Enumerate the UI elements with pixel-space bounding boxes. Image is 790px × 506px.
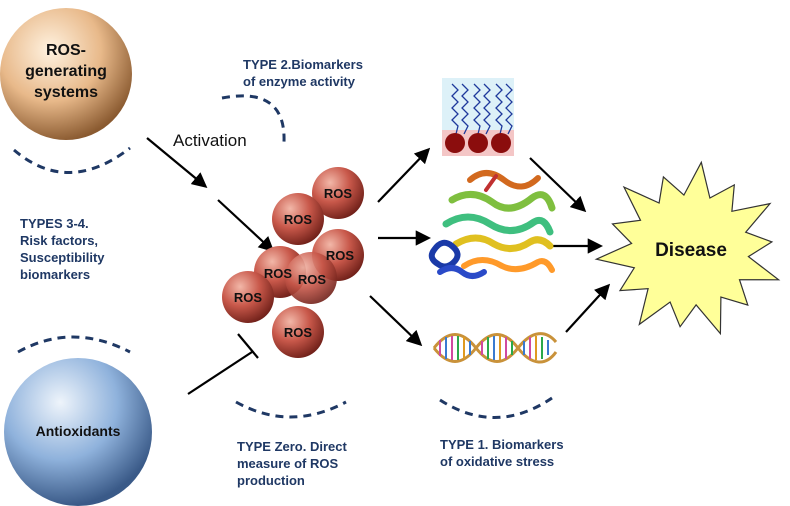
ros-label: ROS xyxy=(297,272,327,287)
ros-systems-sphere xyxy=(0,8,132,140)
ros-label: ROS xyxy=(323,186,353,201)
ros-cluster xyxy=(222,167,364,358)
ros-sphere xyxy=(272,193,324,245)
type1-label: TYPE 1. Biomarkers of oxidative stress xyxy=(440,437,564,469)
dna-helix-icon xyxy=(432,332,558,364)
arrow-to-dna xyxy=(369,295,423,347)
dashed-arc-type-zero xyxy=(235,400,347,419)
dashed-arc-type2 xyxy=(221,94,286,143)
ros-label: ROS xyxy=(263,266,293,281)
antioxidants-sphere xyxy=(4,358,152,506)
ros-sphere xyxy=(285,252,337,304)
dashed-arc-antioxidants xyxy=(17,335,131,354)
dashed-arc-type1 xyxy=(439,396,553,419)
antioxidants-label: Antioxidants xyxy=(35,423,121,439)
arrow-activation xyxy=(146,137,208,188)
ros-sphere xyxy=(272,306,324,358)
types34-label: TYPES 3-4. Risk factors, Susceptibility … xyxy=(20,216,105,282)
type2-label: TYPE 2.Biomarkers of enzyme activity xyxy=(243,57,363,89)
ros-label: ROS xyxy=(283,325,313,340)
dashed-arc-ros-systems xyxy=(13,146,131,174)
activation-label: Activation xyxy=(173,131,247,150)
ros-sphere xyxy=(222,271,274,323)
inhibition-symbol xyxy=(187,333,259,395)
arrow-to-membrane xyxy=(377,147,431,203)
disease-label: Disease xyxy=(655,240,727,261)
ros-label: ROS xyxy=(325,248,355,263)
arrow-to-ros-cluster xyxy=(217,199,275,253)
disease-burst xyxy=(594,160,781,336)
ros-label: ROS xyxy=(283,212,313,227)
inhibition-bar xyxy=(237,333,259,359)
ros-systems-label: ROS- generating systems xyxy=(25,42,107,101)
lipid-membrane-icon xyxy=(442,78,514,156)
arrow-dna-to-disease xyxy=(565,283,611,333)
type-zero-label: TYPE Zero. Direct measure of ROS product… xyxy=(237,439,347,488)
inhibition-line xyxy=(187,351,253,395)
dashed-arcs xyxy=(13,94,553,419)
ros-sphere xyxy=(312,167,364,219)
arrow-membrane-to-disease xyxy=(529,157,587,213)
protein-structure-icon xyxy=(428,170,556,279)
ros-label: ROS xyxy=(233,290,263,305)
